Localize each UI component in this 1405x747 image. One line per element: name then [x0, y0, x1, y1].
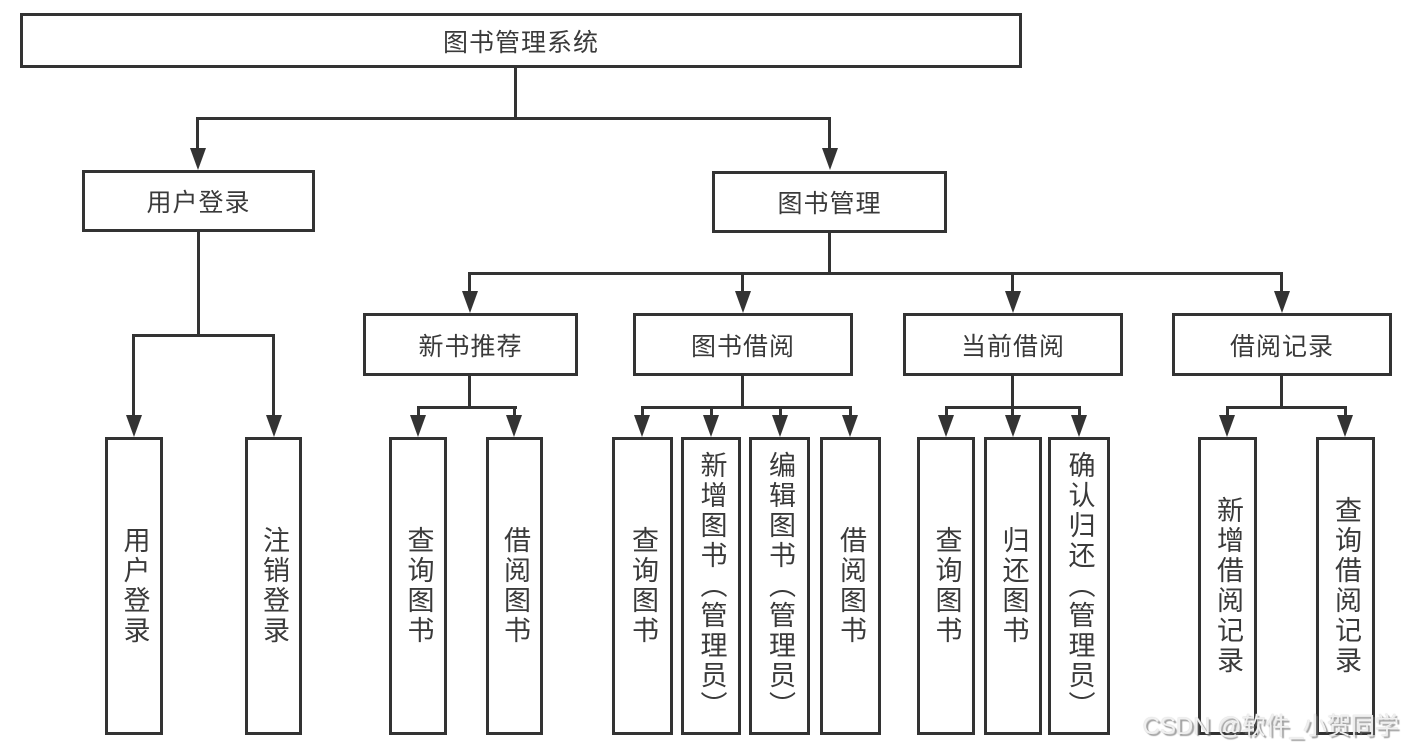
leaf-user-login-label: 用户登录: [119, 526, 150, 646]
leaf-add-book-admin: 新增图书（管理员）: [681, 437, 741, 735]
connector-records-stem: [1280, 376, 1283, 409]
connector-records-splitter: [1226, 406, 1347, 409]
arrowhead-icon: [822, 148, 838, 170]
arrowhead-icon: [634, 415, 650, 437]
leaf-edit-book-admin: 编辑图书（管理员）: [749, 437, 810, 735]
connector-drop: [779, 407, 782, 417]
leaf-query-books-current: 查询图书: [917, 437, 975, 735]
connector-level1-splitter: [196, 117, 831, 120]
node-book-borrowing: 图书借阅: [633, 313, 853, 376]
leaf-confirm-return-admin: 确认归还（管理员）: [1048, 437, 1110, 735]
connector-mgmt-stem: [828, 233, 831, 275]
arrowhead-icon: [1071, 415, 1087, 437]
connector-drop-login: [196, 118, 199, 150]
connector-drop: [710, 407, 713, 417]
node-new-book-recommend: 新书推荐: [363, 313, 578, 376]
leaf-borrow-books-label: 借阅图书: [836, 526, 866, 646]
connector-drop: [849, 407, 852, 417]
leaf-user-login: 用户登录: [105, 437, 163, 735]
connector-borrow-splitter: [641, 406, 852, 409]
node-borrow-records-label: 借阅记录: [1229, 332, 1334, 361]
arrowhead-icon: [772, 415, 788, 437]
node-book-management: 图书管理: [712, 171, 947, 233]
arrowhead-icon: [190, 148, 206, 170]
arrowhead-icon: [1219, 415, 1235, 437]
leaf-add-book-admin-label: 新增图书（管理员）: [696, 451, 727, 721]
leaf-confirm-return-admin-label: 确认归还（管理员）: [1064, 451, 1095, 721]
leaf-borrow-books-recommend-label: 借阅图书: [500, 526, 530, 646]
leaf-query-books-current-label: 查询图书: [931, 526, 962, 646]
connector-drop: [417, 407, 420, 417]
connector-drop: [513, 407, 516, 417]
node-user-login: 用户登录: [82, 170, 315, 232]
leaf-borrow-books-recommend: 借阅图书: [486, 437, 543, 735]
connector-drop-borrow: [741, 273, 744, 293]
connector-drop-newbook: [468, 273, 471, 293]
arrowhead-icon: [410, 415, 426, 437]
arrowhead-icon: [1337, 415, 1353, 437]
arrowhead-icon: [462, 291, 478, 313]
node-borrow-records: 借阅记录: [1172, 313, 1392, 376]
node-user-login-label: 用户登录: [146, 189, 251, 217]
node-current-borrowing: 当前借阅: [903, 313, 1123, 376]
leaf-return-book-label: 归还图书: [998, 526, 1029, 646]
leaf-edit-book-admin-label: 编辑图书（管理员）: [765, 451, 795, 721]
node-current-borrowing-label: 当前借阅: [960, 332, 1065, 361]
leaf-logout-login-label: 注销登录: [259, 526, 289, 646]
connector-drop: [1011, 407, 1014, 417]
node-library-system-label: 图书管理系统: [442, 28, 599, 57]
connector-newbook-splitter: [417, 406, 517, 409]
arrowhead-icon: [506, 415, 522, 437]
node-library-system: 图书管理系统: [20, 13, 1022, 68]
connector-drop: [945, 407, 948, 417]
connector-drop-leaf-user-login: [132, 335, 135, 417]
leaf-logout-login: 注销登录: [245, 437, 302, 735]
connector-drop-leaf-logout: [272, 335, 275, 417]
connector-drop: [1226, 407, 1229, 417]
node-new-book-recommend-label: 新书推荐: [418, 332, 523, 361]
connector-login-splitter: [132, 334, 275, 337]
arrowhead-icon: [938, 415, 954, 437]
arrowhead-icon: [703, 415, 719, 437]
watermark: CSDN @软件_小贺同学: [1142, 713, 1399, 740]
arrowhead-icon: [842, 415, 858, 437]
arrowhead-icon: [1005, 291, 1021, 313]
leaf-query-borrow-record-label: 查询借阅记录: [1331, 496, 1361, 676]
connector-current-stem: [1011, 376, 1014, 409]
leaf-borrow-books: 借阅图书: [820, 437, 881, 735]
arrowhead-icon: [126, 415, 142, 437]
arrowhead-icon: [735, 291, 751, 313]
connector-drop: [641, 407, 644, 417]
connector-drop-records: [1280, 273, 1283, 293]
leaf-query-books-borrow-label: 查询图书: [628, 526, 658, 646]
connector-level2-splitter: [468, 272, 1283, 275]
connector-newbook-stem: [468, 376, 471, 409]
leaf-add-borrow-record: 新增借阅记录: [1198, 437, 1257, 735]
connector-root-stem: [514, 68, 517, 120]
connector-login-stem: [197, 232, 200, 337]
node-book-management-label: 图书管理: [777, 190, 882, 218]
leaf-query-borrow-record: 查询借阅记录: [1316, 437, 1375, 735]
arrowhead-icon: [1005, 415, 1021, 437]
node-book-borrowing-label: 图书借阅: [690, 332, 795, 361]
connector-drop-mgmt: [828, 118, 831, 150]
leaf-query-books-borrow: 查询图书: [612, 437, 673, 735]
leaf-query-books-recommend-label: 查询图书: [403, 526, 434, 646]
leaf-return-book: 归还图书: [984, 437, 1042, 735]
arrowhead-icon: [1274, 291, 1290, 313]
arrowhead-icon: [266, 415, 282, 437]
connector-drop-current: [1011, 273, 1014, 293]
connector-drop: [1344, 407, 1347, 417]
leaf-query-books-recommend: 查询图书: [389, 437, 447, 735]
leaf-add-borrow-record-label: 新增借阅记录: [1213, 496, 1243, 676]
connector-borrow-stem: [741, 376, 744, 409]
connector-drop: [1078, 407, 1081, 417]
